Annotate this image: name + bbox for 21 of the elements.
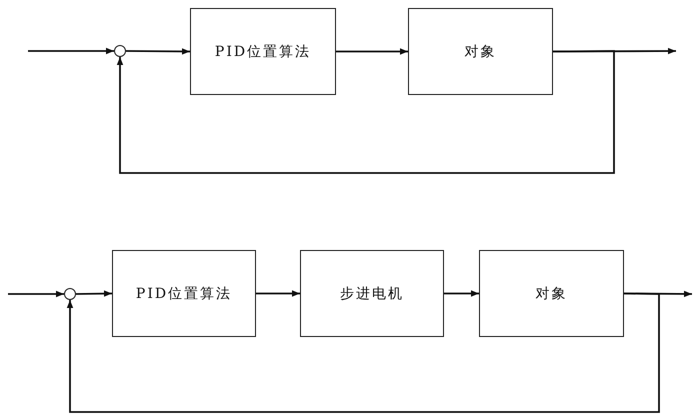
block-label: PID位置算法 — [136, 284, 232, 302]
arrow — [66, 292, 660, 413]
block-label: 对象 — [464, 42, 496, 60]
arrow — [336, 48, 408, 55]
process-box — [300, 250, 444, 337]
arrow — [126, 48, 190, 55]
block-label: PID位置算法 — [214, 42, 312, 60]
block-label: 步进电机 — [340, 284, 404, 302]
process-box — [190, 8, 336, 95]
arrow — [444, 290, 479, 297]
arrow — [256, 290, 300, 297]
summing-junction — [64, 288, 76, 300]
arrow — [28, 48, 114, 54]
process-box — [479, 250, 624, 337]
arrow — [76, 290, 112, 297]
process-box — [112, 250, 256, 337]
arrow — [8, 290, 64, 298]
process-box — [408, 8, 553, 95]
summing-junction — [114, 45, 126, 57]
arrow — [116, 50, 615, 174]
block-label: 对象 — [536, 284, 568, 302]
